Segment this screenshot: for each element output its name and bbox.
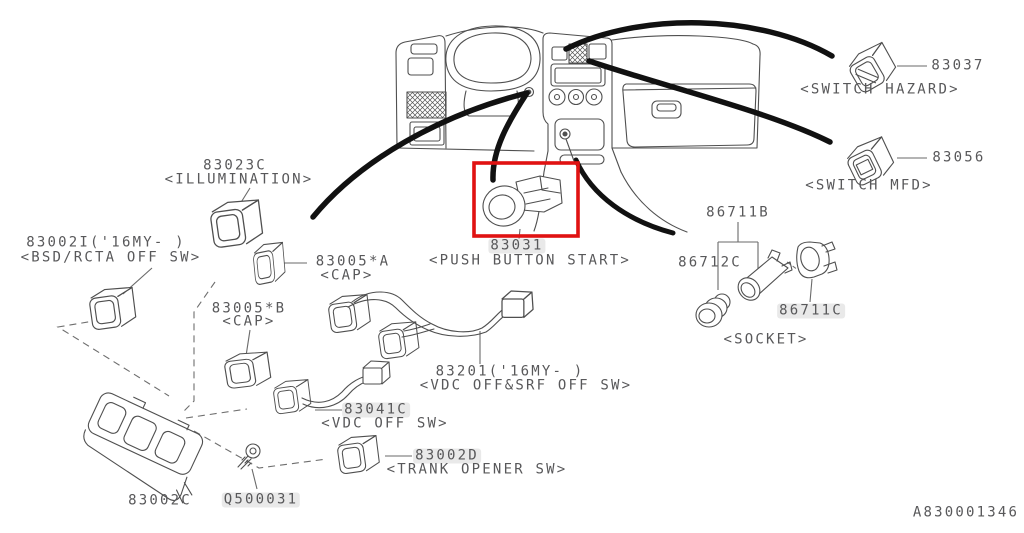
part-label-83005a[interactable]: 83005*A [315, 253, 391, 270]
mfd-switch-drawing [842, 135, 899, 189]
part-label-83056[interactable]: 83056 [932, 149, 986, 166]
part-desc-switch-mfd: <SWITCH MFD> [805, 177, 933, 194]
illumination-switch-drawing [209, 199, 264, 249]
part-label-83002i[interactable]: 83002I('16MY- ) [26, 234, 186, 251]
assembly-dashed-lines [56, 261, 799, 469]
pointer-strokes [310, 20, 835, 236]
socket-ring-drawing [796, 241, 838, 279]
part-desc-bsd-rcta: <BSD/RCTA OFF SW> [20, 249, 202, 266]
part-label-86711b[interactable]: 86711B [706, 204, 770, 221]
bsd-switch-drawing [88, 286, 137, 331]
part-desc-push-button-start: <PUSH BUTTON START> [429, 252, 631, 269]
vdc-srf-switch2-drawing [377, 321, 420, 360]
screw-drawing [237, 443, 261, 470]
part-desc-trunk-opener: <TRANK OPENER SW> [386, 461, 568, 478]
part-drawings [83, 40, 901, 504]
part-label-83005b[interactable]: 83005*B [211, 300, 287, 317]
dashboard-drawing [395, 25, 761, 233]
cap-a-drawing [252, 241, 286, 286]
part-label-83023c[interactable]: 83023C [203, 157, 267, 174]
socket-location [559, 128, 571, 140]
part-label-83201[interactable]: 83201('16MY- ) [435, 363, 585, 380]
part-label-86712c[interactable]: 86712C [678, 254, 742, 271]
drawing-code: A830001346 [912, 504, 1020, 521]
part-label-83002c[interactable]: 83002C [128, 492, 192, 509]
part-desc-cap-b: <CAP> [222, 313, 276, 330]
part-desc-cap-a: <CAP> [320, 267, 374, 284]
vdc-cable [301, 375, 367, 403]
part-label-83037[interactable]: 83037 [931, 57, 985, 74]
panel-drawing [83, 392, 204, 504]
part-label-86711c[interactable]: 86711C [777, 302, 845, 319]
part-label-83002d[interactable]: 83002D [413, 447, 481, 464]
socket-body-drawing [737, 249, 793, 301]
part-label-q500031[interactable]: Q500031 [221, 491, 301, 508]
part-desc-switch-hazard: <SWITCH HAZARD> [800, 81, 960, 98]
part-label-83041c[interactable]: 83041C [342, 401, 410, 418]
part-desc-illumination: <ILLUMINATION> [164, 171, 314, 188]
part-desc-vdc-off: <VDC OFF SW> [321, 415, 449, 432]
hazard-switch-drawing [843, 40, 901, 97]
push-button-start-drawing [482, 175, 563, 227]
trunk-switch-drawing [336, 435, 380, 475]
part-desc-vdc-srf-off: <VDC OFF&SRF OFF SW> [419, 377, 633, 394]
part-label-83031[interactable]: 83031 [488, 237, 546, 254]
socket-cap-drawing [695, 293, 731, 328]
cap-b-drawing [223, 351, 272, 390]
vdc-srf-cable [351, 291, 506, 333]
vdc-off-switch-drawing [272, 379, 312, 415]
selected-part-highlight-box [472, 161, 580, 238]
part-desc-socket: <SOCKET> [723, 331, 809, 348]
dash-vent-grille [406, 91, 447, 119]
